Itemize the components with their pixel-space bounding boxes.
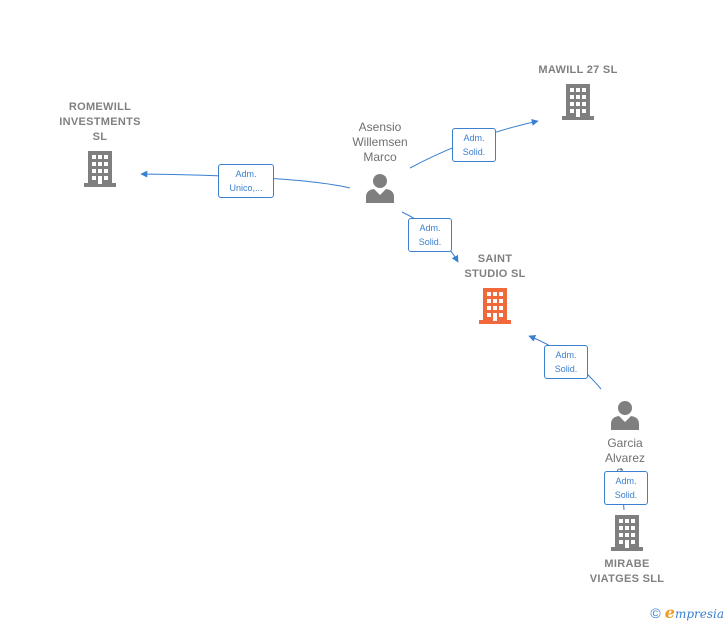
- node-label: Asensio Willemsen Marco: [352, 120, 408, 164]
- edge-label-garcia-saint[interactable]: Adm. Solid.: [544, 345, 588, 379]
- edge-label-line1: Adm.: [235, 169, 257, 179]
- edge-label-asensio-mawill[interactable]: Adm. Solid.: [452, 128, 496, 162]
- edge-label-garcia-mirabe[interactable]: Adm. Solid.: [604, 471, 648, 505]
- edge-label-line1: Adm.: [555, 350, 577, 360]
- edge-label-asensio-saint[interactable]: Adm. Solid.: [408, 218, 452, 252]
- edge-label-line2: Solid.: [554, 364, 578, 374]
- building-icon: [84, 151, 116, 187]
- node-asensio-willemsen-marco[interactable]: Asensio Willemsen Marco: [340, 120, 420, 203]
- building-icon: [611, 515, 643, 551]
- node-label: SAINT STUDIO SL: [464, 253, 526, 280]
- node-romewill-investments[interactable]: ROMEWILL INVESTMENTS SL: [50, 100, 150, 187]
- node-label: ROMEWILL INVESTMENTS SL: [59, 101, 141, 143]
- building-icon: [562, 84, 594, 120]
- edge-label-asensio-romewill[interactable]: Adm. Unico,...: [218, 164, 274, 198]
- person-icon: [366, 174, 394, 203]
- node-label: Garcia Alvarez S...: [604, 436, 645, 480]
- copyright-icon: ©: [650, 604, 661, 621]
- brand-logo[interactable]: empresia: [665, 603, 724, 622]
- edge-label-line1: Adm.: [419, 223, 441, 233]
- edge-label-line1: Adm.: [463, 133, 485, 143]
- edge-label-line2: Solid.: [418, 237, 442, 247]
- edge-label-line2: Solid.: [614, 490, 638, 500]
- node-label: MAWILL 27 SL: [538, 64, 618, 76]
- node-garcia-alvarez[interactable]: Garcia Alvarez S...: [585, 400, 665, 481]
- footer-brand: © empresia: [650, 603, 724, 622]
- node-label: MIRABE VIATGES SLL: [589, 558, 665, 585]
- node-mirabe-viatges[interactable]: MIRABE VIATGES SLL: [577, 515, 677, 587]
- person-icon: [611, 401, 639, 430]
- edge-label-line2: Unico,...: [229, 183, 263, 193]
- edge-label-line1: Adm.: [615, 476, 637, 486]
- building-icon: [479, 288, 511, 324]
- brand-initial: e: [664, 603, 675, 622]
- node-saint-studio[interactable]: SAINT STUDIO SL: [445, 252, 545, 324]
- node-mawill-27[interactable]: MAWILL 27 SL: [528, 63, 628, 120]
- edge-label-line2: Solid.: [462, 147, 486, 157]
- brand-name: mpresia: [674, 607, 724, 621]
